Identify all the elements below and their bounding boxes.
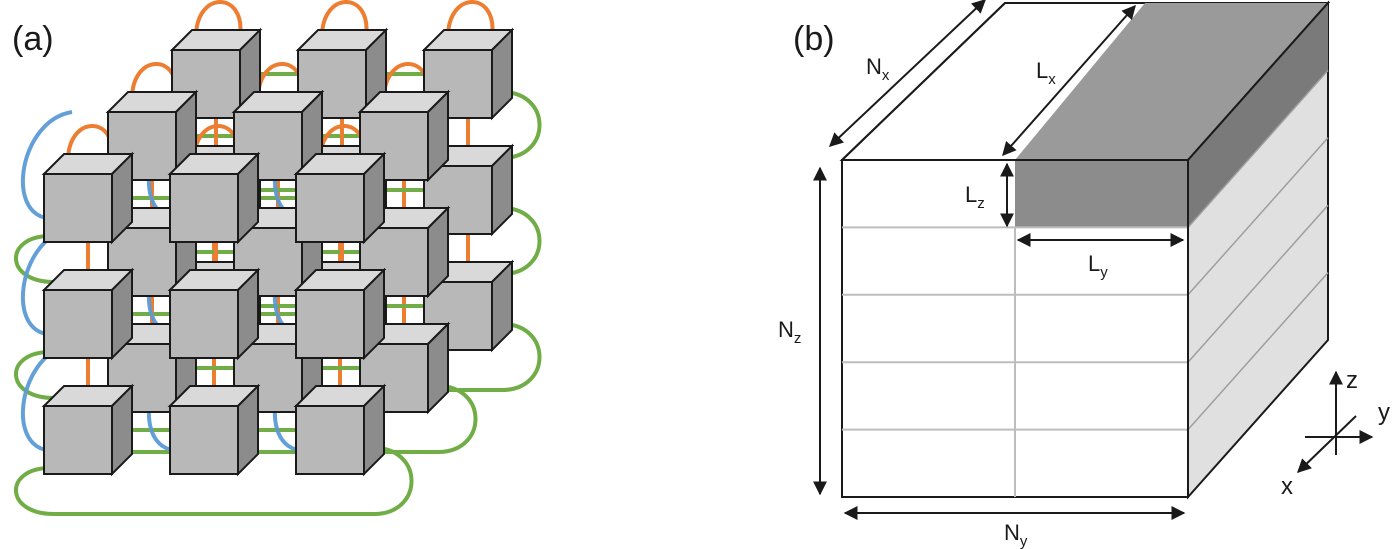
- z-axis-label: z: [1346, 367, 1358, 394]
- x-axis-label: x: [1281, 473, 1293, 500]
- lattice-cube: [41, 383, 135, 477]
- nx-label: Nx: [866, 54, 890, 84]
- cube-front: [295, 173, 365, 243]
- lattice-cube: [41, 151, 135, 245]
- block-side-face: [1188, 3, 1328, 228]
- cube-front: [43, 289, 113, 359]
- y-axis-label: y: [1378, 399, 1390, 426]
- panel-b-label: (b): [793, 20, 835, 58]
- cube-front: [295, 405, 365, 475]
- ny-label: Ny: [1004, 520, 1028, 549]
- cube-front: [43, 405, 113, 475]
- lattice-cube: [167, 151, 261, 245]
- cube-front: [295, 289, 365, 359]
- panel-a-label: (a): [12, 20, 54, 58]
- side-row-line: [1187, 272, 1329, 431]
- side-row-line: [1187, 137, 1329, 296]
- lz-label: Lz: [965, 182, 985, 212]
- lattice-cube: [167, 383, 261, 477]
- front-grid-lines: [842, 226, 1188, 497]
- z-wrap-link: [319, 0, 369, 41]
- lattice-cube: [167, 267, 261, 361]
- panel-b-box: Nx Lx Lz Ly Nz Ny z y x: [778, 0, 1390, 549]
- lattice-cube: [357, 321, 451, 415]
- z-wrap-link: [193, 0, 243, 41]
- block-front-face: [1015, 160, 1188, 228]
- nx-arrow: [828, 0, 987, 147]
- nz-label: Nz: [778, 317, 801, 347]
- side-grid-lines: [1187, 69, 1329, 431]
- cube-front: [169, 405, 239, 475]
- coordinate-axes: z y x: [1281, 367, 1390, 500]
- lattice-cube: [357, 89, 451, 183]
- cube-front: [43, 173, 113, 243]
- lattice-cube: [105, 89, 199, 183]
- cube-front: [297, 49, 367, 119]
- cube-front: [107, 227, 177, 297]
- z-wrap-link: [445, 0, 495, 41]
- side-row-line: [1187, 204, 1329, 363]
- cube-front: [169, 289, 239, 359]
- side-row-line: [1187, 69, 1329, 228]
- lattice-cube: [421, 143, 515, 237]
- lattice-cube: [41, 267, 135, 361]
- y-wrap-link: [14, 446, 414, 516]
- lx-arrow: [1002, 4, 1136, 157]
- lattice-cube: [293, 267, 387, 361]
- lattice-cube: [293, 151, 387, 245]
- lattice-cubes: [41, 27, 515, 477]
- ly-label: Ly: [1088, 251, 1108, 281]
- box-edge-top-right: [1187, 2, 1329, 161]
- x-axis-arrow: [1296, 415, 1357, 473]
- lx-label: Lx: [1036, 58, 1056, 88]
- panel-a-lattice: [14, 0, 542, 516]
- lattice-cube: [169, 27, 263, 121]
- lattice-cube: [293, 383, 387, 477]
- cube-front: [169, 173, 239, 243]
